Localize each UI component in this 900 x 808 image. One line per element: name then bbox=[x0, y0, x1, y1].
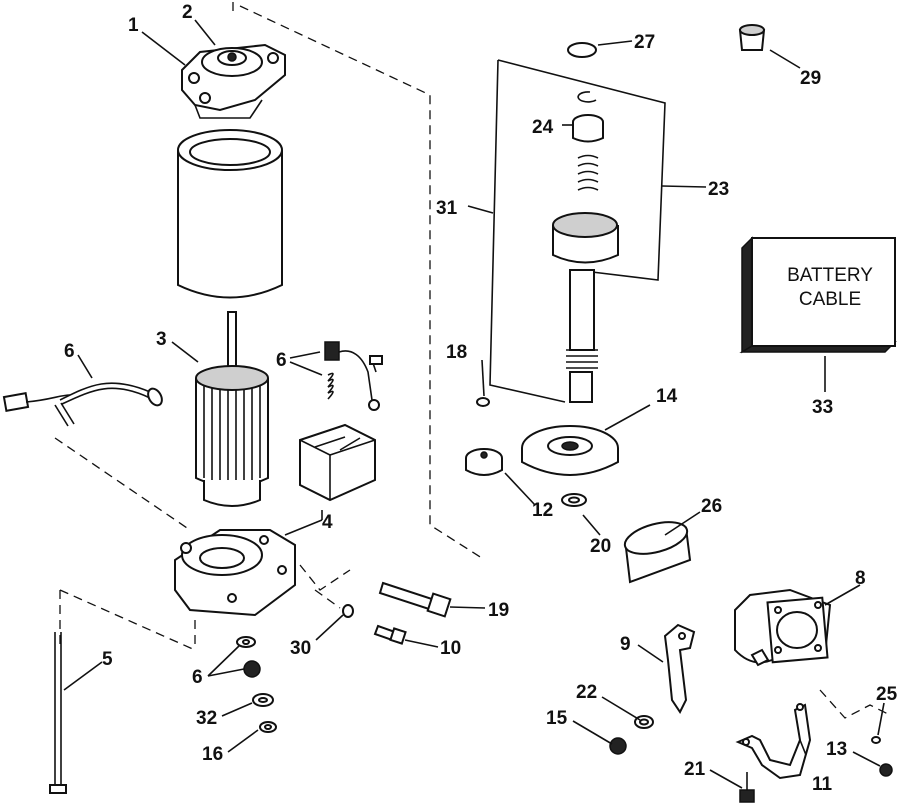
leader-lines bbox=[63, 19, 885, 789]
callout-5: 5 bbox=[102, 649, 113, 670]
sleeve bbox=[623, 521, 692, 584]
callout-29: 29 bbox=[800, 68, 821, 89]
callout-33: 33 bbox=[812, 397, 833, 418]
solenoid bbox=[734, 588, 832, 667]
through-bolt bbox=[49, 632, 67, 794]
end-cap bbox=[181, 43, 286, 119]
battery-cable-box: BATTERY CABLE bbox=[739, 236, 897, 354]
callout-21: 21 bbox=[684, 759, 706, 780]
callout-10: 10 bbox=[440, 638, 461, 659]
callout-8: 8 bbox=[855, 568, 866, 589]
brush-lead-wire bbox=[2, 382, 163, 427]
frame-housing bbox=[177, 129, 283, 299]
battery-label-line1: BATTERY bbox=[787, 265, 873, 286]
callout-13: 13 bbox=[826, 739, 847, 760]
callout-6-wire: 6 bbox=[64, 341, 75, 362]
callout-20: 20 bbox=[590, 536, 611, 557]
callout-4: 4 bbox=[322, 512, 333, 533]
callout-25: 25 bbox=[876, 684, 898, 705]
bendix-drive bbox=[489, 42, 666, 403]
bracket-strap bbox=[663, 623, 696, 714]
brush-holder bbox=[299, 341, 383, 502]
gears bbox=[465, 397, 619, 507]
callout-6-brush: 6 bbox=[276, 350, 287, 371]
bushing bbox=[738, 24, 766, 51]
callout-15: 15 bbox=[546, 708, 568, 729]
callout-numbers: 1 2 3 4 5 6 6 6 8 9 10 11 12 13 14 15 16… bbox=[64, 2, 898, 795]
drive-end-cap bbox=[174, 529, 296, 617]
callout-18: 18 bbox=[446, 342, 467, 363]
mounting-bracket bbox=[735, 703, 812, 780]
callout-26: 26 bbox=[701, 496, 722, 517]
callout-12: 12 bbox=[532, 500, 553, 521]
armature bbox=[195, 311, 269, 507]
mounting-bolts bbox=[373, 581, 452, 645]
callout-14: 14 bbox=[656, 386, 678, 407]
callout-1: 1 bbox=[128, 15, 139, 36]
callout-9: 9 bbox=[620, 634, 631, 655]
callout-2: 2 bbox=[182, 2, 193, 23]
assembly-dashed-lines bbox=[54, 2, 891, 719]
callout-24: 24 bbox=[532, 117, 554, 138]
callout-6-washer: 6 bbox=[192, 667, 203, 688]
callout-16: 16 bbox=[202, 744, 223, 765]
callout-19: 19 bbox=[488, 600, 509, 621]
callout-3: 3 bbox=[156, 329, 167, 350]
small-hardware-right bbox=[609, 715, 893, 803]
battery-label-line2: CABLE bbox=[799, 289, 861, 310]
callout-11: 11 bbox=[812, 774, 833, 795]
callout-22: 22 bbox=[576, 682, 597, 703]
callout-23: 23 bbox=[708, 179, 729, 200]
callout-31: 31 bbox=[436, 198, 458, 219]
callout-32: 32 bbox=[196, 708, 217, 729]
callout-27: 27 bbox=[634, 32, 655, 53]
callout-30: 30 bbox=[290, 638, 311, 659]
small-hardware-left bbox=[236, 604, 354, 733]
